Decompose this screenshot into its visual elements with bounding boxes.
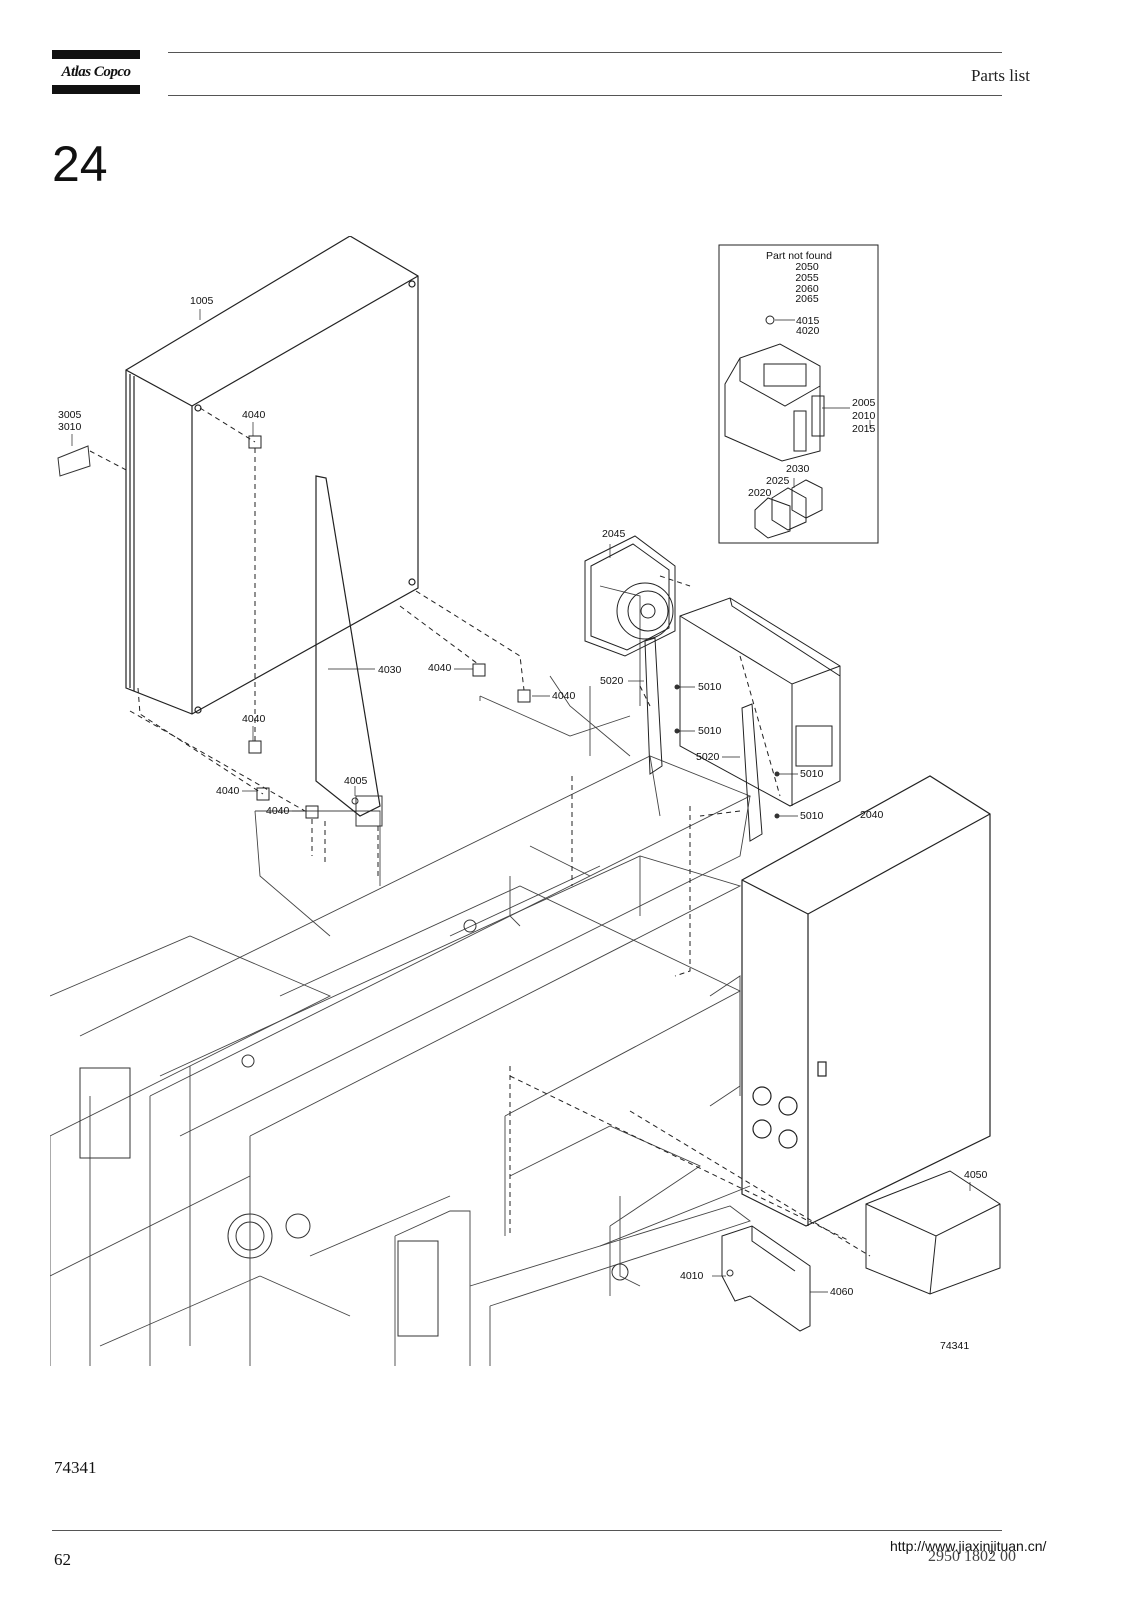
callout-5010-a: 5010 [698,681,722,693]
screw-4010 [726,1269,734,1277]
screw-4005 [351,797,359,805]
section-number: 24 [52,136,108,192]
detail-box-frame [718,244,879,544]
enclosure-box [679,597,841,807]
bracket-4060 [721,1225,811,1332]
callout-4020: 4020 [796,325,820,337]
detail-box-title: Part not found [766,250,832,262]
nameplate-3005 [57,445,91,477]
cabinet-1005 [125,236,419,715]
callout-4040-e: 4040 [216,785,240,797]
logo-bar-bottom [52,85,140,94]
callout-4010: 4010 [680,1270,704,1282]
callout-4040-a: 4040 [242,409,266,421]
callout-4050: 4050 [964,1169,988,1181]
detail-terminal-blocks [754,479,823,539]
callout-3010: 3010 [58,421,82,433]
callout-2025: 2025 [766,475,790,487]
callout-1005: 1005 [190,295,214,307]
callout-2015: 2015 [852,423,876,435]
watermark-url[interactable]: http://www.jiaxinjituan.cn/ [890,1538,1047,1554]
callout-4015: 4015 [796,315,820,327]
callout-4040-d: 4040 [242,713,266,725]
callout-4060: 4060 [830,1286,854,1298]
callout-4040-c: 4040 [552,690,576,702]
bracket-4030 [315,475,381,817]
page-title: Parts list [970,66,1030,85]
callout-2030: 2030 [786,463,810,475]
callout-5020-b: 5020 [696,751,720,763]
frame-port-ring [227,1213,273,1259]
cabinet-2040 [741,775,991,1227]
callout-2005: 2005 [852,397,876,409]
callout-4040-b: 4040 [428,662,452,674]
detail-box-number-4: 2065 [795,293,819,305]
rail-5020-a [644,637,663,775]
frame-plate-right [397,1240,439,1337]
callout-3005: 3005 [58,409,82,421]
mounts-4040 [248,435,531,819]
callout-4040-f: 4040 [266,805,290,817]
frame-plate-left [79,1067,131,1159]
callout-2045: 2045 [602,528,626,540]
frame-plug [463,919,477,933]
callout-5010-d: 5010 [800,810,824,822]
callout-5010-c: 5010 [800,768,824,780]
leader-lines [71,309,971,1293]
assembly-lines [89,407,871,1257]
callout-2020: 2020 [748,487,772,499]
callout-5010-b: 5010 [698,725,722,737]
footer-rule [52,1530,1002,1531]
screws-5010 [674,684,780,819]
callout-5020-a: 5020 [600,675,624,687]
fan-2045 [584,535,676,657]
frame-outline [50,585,752,1366]
document-number: 2950 1802 00 [928,1548,1016,1565]
frame-port-stub [285,1213,311,1239]
detail-screw [765,315,775,325]
detail-box-number-2: 2055 [795,272,819,284]
cover-4050 [865,1170,1001,1295]
detail-contactor [724,343,825,462]
callout-2040: 2040 [860,809,884,821]
detail-box-number-1: 2050 [795,261,819,273]
page-number: 62 [54,1550,71,1569]
rail-5020-b [741,703,763,842]
atlas-copco-logo: Atlas Copco [52,50,140,94]
header-rule-top [168,52,1002,53]
bracket-foot [355,795,383,827]
exploded-parts-drawing: 1005 3005 3010 4040 4030 4040 4040 4040 … [50,236,1050,1386]
callout-4005: 4005 [344,775,368,787]
drawing-figure-id: 74341 [940,1340,969,1352]
logo-bar-top [52,50,140,59]
callout-4030: 4030 [378,664,402,676]
figure-reference: 74341 [54,1458,97,1477]
parts-drawing-svg: 1005 3005 3010 4040 4030 4040 4040 4040 … [50,236,1001,1366]
header-rule-bottom [168,95,1002,96]
callout-2010: 2010 [852,410,876,422]
detail-box-number-3: 2060 [795,283,819,295]
logo-brand-text: Atlas Copco [61,64,131,80]
